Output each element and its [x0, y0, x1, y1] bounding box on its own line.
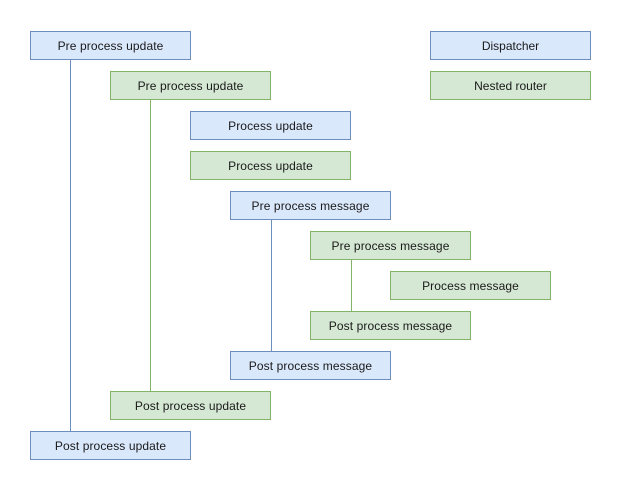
legend-item-label: Dispatcher — [481, 38, 540, 53]
legend-item-dispatcher: Dispatcher — [430, 31, 591, 60]
node-n7[interactable]: Process message — [390, 271, 551, 300]
node-label: Process update — [228, 158, 313, 173]
node-label: Pre process update — [137, 78, 244, 93]
node-label: Pre process update — [57, 38, 164, 53]
node-label: Process update — [228, 118, 313, 133]
node-n6[interactable]: Pre process message — [310, 231, 471, 260]
connector-n2-to-n10 — [150, 100, 151, 391]
legend-item-router: Nested router — [430, 71, 591, 100]
node-label: Process message — [422, 278, 519, 293]
node-label: Post process message — [328, 318, 453, 333]
node-n10[interactable]: Post process update — [110, 391, 271, 420]
node-label: Post process update — [134, 398, 247, 413]
legend-item-label: Nested router — [474, 78, 547, 93]
connector-n5-to-n9 — [271, 220, 272, 351]
node-n8[interactable]: Post process message — [310, 311, 471, 340]
node-label: Pre process message — [251, 198, 370, 213]
node-n4[interactable]: Process update — [190, 151, 351, 180]
node-label: Post process update — [54, 438, 167, 453]
node-n11[interactable]: Post process update — [30, 431, 191, 460]
node-n9[interactable]: Post process message — [230, 351, 391, 380]
node-n2[interactable]: Pre process update — [110, 71, 271, 100]
connector-n6-to-n8 — [351, 260, 352, 311]
node-n3[interactable]: Process update — [190, 111, 351, 140]
node-n1[interactable]: Pre process update — [30, 31, 191, 60]
connector-n1-to-n11 — [70, 60, 71, 431]
node-n5[interactable]: Pre process message — [230, 191, 391, 220]
node-label: Post process message — [248, 358, 373, 373]
node-label: Pre process message — [331, 238, 450, 253]
